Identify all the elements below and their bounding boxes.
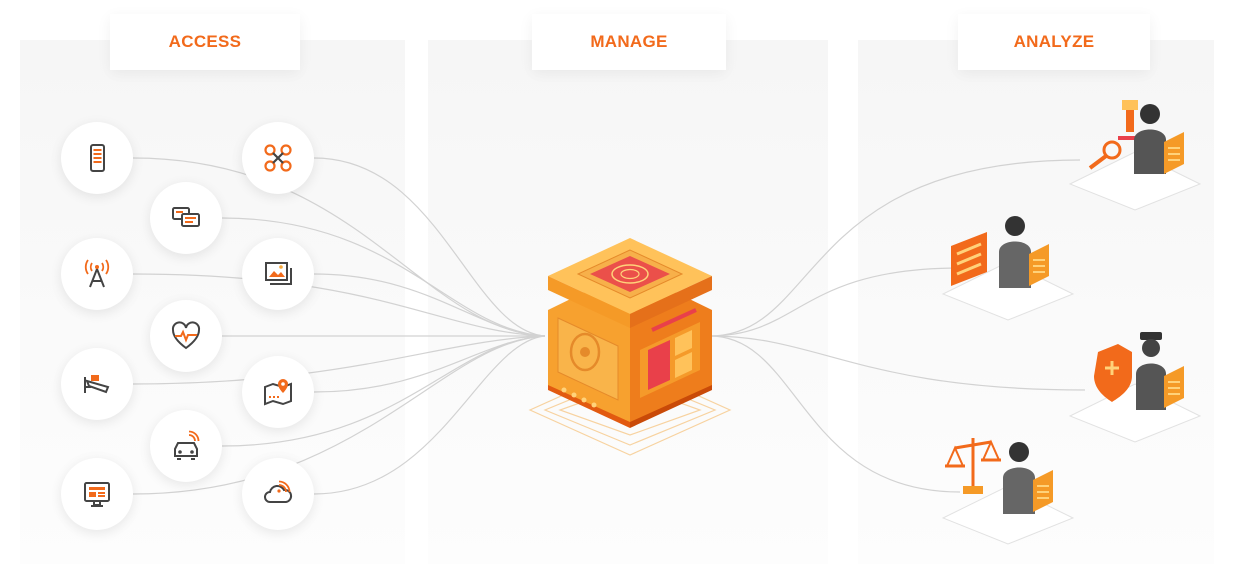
cloud-wifi-icon bbox=[242, 458, 314, 530]
image-gallery-icon bbox=[242, 238, 314, 310]
analyze-header-label: ANALYZE bbox=[1013, 32, 1095, 51]
radio-tower-icon bbox=[61, 238, 133, 310]
analyze-header: ANALYZE bbox=[958, 14, 1150, 70]
security-camera-icon bbox=[61, 348, 133, 420]
heart-rate-icon bbox=[150, 300, 222, 372]
manage-header: MANAGE bbox=[532, 14, 726, 70]
computer-monitor-icon bbox=[61, 458, 133, 530]
analyst-dashboard-icon bbox=[941, 216, 1075, 321]
chat-icon bbox=[150, 182, 222, 254]
investigator-evidence-icon bbox=[1068, 100, 1202, 211]
access-header-label: ACCESS bbox=[168, 32, 242, 51]
map-pin-icon bbox=[242, 356, 314, 428]
police-officer-shield-icon bbox=[1068, 332, 1202, 443]
connected-car-icon bbox=[150, 410, 222, 482]
smartphone-icon bbox=[61, 122, 133, 194]
access-header: ACCESS bbox=[110, 14, 300, 70]
data-vault-cube-icon bbox=[528, 238, 732, 456]
drone-icon bbox=[242, 122, 314, 194]
manage-header-label: MANAGE bbox=[590, 32, 668, 51]
legal-scales-icon bbox=[941, 438, 1075, 545]
